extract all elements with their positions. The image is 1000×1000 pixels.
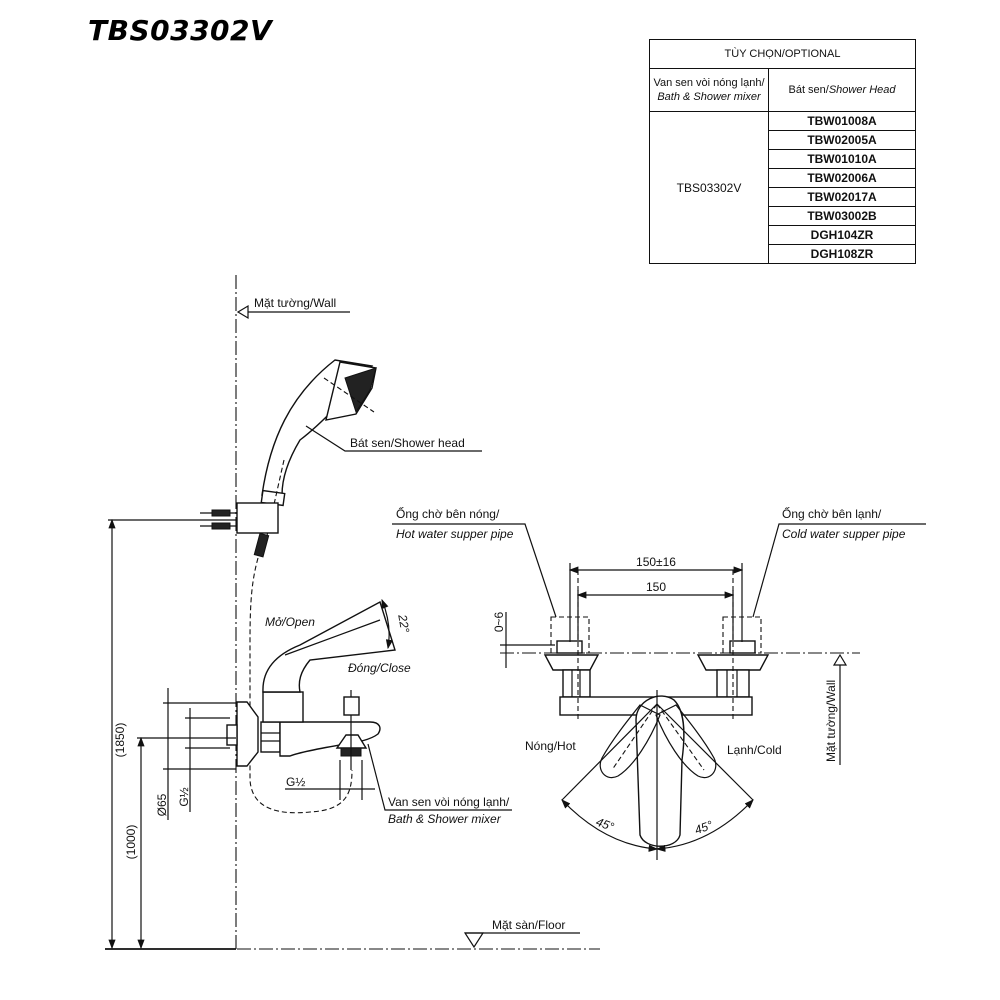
floor-marker: Mặt sàn/Floor xyxy=(463,918,580,949)
hot-label: Nóng/Hot xyxy=(525,739,576,753)
mixer-model-cell: TBS03302V xyxy=(649,111,769,264)
hot-pipe-label-en: Hot water supper pipe xyxy=(396,527,514,541)
cold-pipe-label-vi: Ống chờ bên lạnh/ xyxy=(782,506,882,521)
hose-connector xyxy=(253,532,270,558)
side-view: Mặt tường/Wall Mặt sàn/Floor xyxy=(105,275,600,950)
screw-icon xyxy=(200,509,236,530)
shower-head-label: Bát sen/Shower head xyxy=(350,436,465,450)
shower-head-column-header-en: Shower Head xyxy=(828,84,896,96)
lever-rotation: 45° 45° Nóng/Hot Lạnh/Cold xyxy=(525,690,782,860)
flange-diameter-dim: Ø65 xyxy=(155,793,169,816)
wall-arrow-icon xyxy=(236,304,249,320)
close-label: Đóng/Close xyxy=(348,661,411,675)
floor-label: Mặt sàn/Floor xyxy=(492,918,565,932)
center-tolerance-dim: 150±16 xyxy=(636,555,676,569)
mixer-height-dim: (1000) xyxy=(124,825,138,860)
center-distance-dims: 150±16 150 xyxy=(568,555,744,642)
front-view: 45° 45° Nóng/Hot Lạnh/Cold 150±16 150 0~… xyxy=(392,506,926,860)
mixer-column-header: Van sen vòi nóng lạnh/Bath & Shower mixe… xyxy=(649,68,769,112)
height-dimensions: (1850) (1000) Ø65 G½ xyxy=(108,518,236,950)
mixer-label-en: Bath & Shower mixer xyxy=(388,812,502,826)
hose xyxy=(249,557,353,814)
bath-shower-mixer: 22° Mở/Open Đóng/Close Van sen vòi nóng … xyxy=(226,598,512,826)
wall-label: Mặt tường/Wall xyxy=(254,296,336,310)
mixer-column-header-en: Bath & Shower mixer xyxy=(657,91,761,103)
cold-pipe-label-en: Cold water supper pipe xyxy=(782,527,906,541)
shower-head-column-header-vi: Bát sen/ xyxy=(788,84,829,96)
front-wall-marker: Mặt tường/Wall xyxy=(824,653,848,765)
floor-triangle-icon xyxy=(463,932,485,949)
hot-angle: 45° xyxy=(594,815,616,834)
hot-pipe-label-vi: Ống chờ bên nóng/ xyxy=(396,506,500,521)
shower-head-option: DGH108ZR xyxy=(768,244,916,264)
shower-head-option: TBW03002B xyxy=(768,206,916,226)
shower-holder xyxy=(236,502,279,534)
shower-head-option: TBW02005A xyxy=(768,130,916,150)
cold-angle: 45° xyxy=(693,818,715,837)
center-dim: 150 xyxy=(646,580,666,594)
wall-thread-dim: G½ xyxy=(177,787,191,806)
offset-dim-label: 0~6 xyxy=(492,611,506,632)
shower-head-option: TBW02017A xyxy=(768,187,916,207)
handle-angle: 22° xyxy=(395,612,412,633)
outlet-thread-dim: G½ xyxy=(286,775,305,789)
mixer-column-header-vi: Van sen vòi nóng lạnh/ xyxy=(653,77,765,89)
front-wall-label: Mặt tường/Wall xyxy=(824,680,838,762)
total-height-dim: (1850) xyxy=(113,723,127,758)
wall-marker: Mặt tường/Wall xyxy=(236,296,350,320)
front-wall-arrow-icon xyxy=(832,653,848,666)
shower-head: Bát sen/Shower head xyxy=(200,359,482,814)
cold-label: Lạnh/Cold xyxy=(727,743,782,757)
optional-table-header: TÙY CHỌN/OPTIONAL xyxy=(649,39,916,69)
optional-table: TÙY CHỌN/OPTIONAL Van sen vòi nóng lạnh/… xyxy=(649,39,916,264)
offset-dim: 0~6 xyxy=(492,611,555,668)
mixer-label-vi: Van sen vòi nóng lạnh/ xyxy=(388,795,510,809)
hot-inlet xyxy=(543,616,600,698)
shower-head-option: TBW01010A xyxy=(768,149,916,169)
open-label: Mở/Open xyxy=(265,615,315,629)
model-title: TBS03302V xyxy=(88,14,273,47)
